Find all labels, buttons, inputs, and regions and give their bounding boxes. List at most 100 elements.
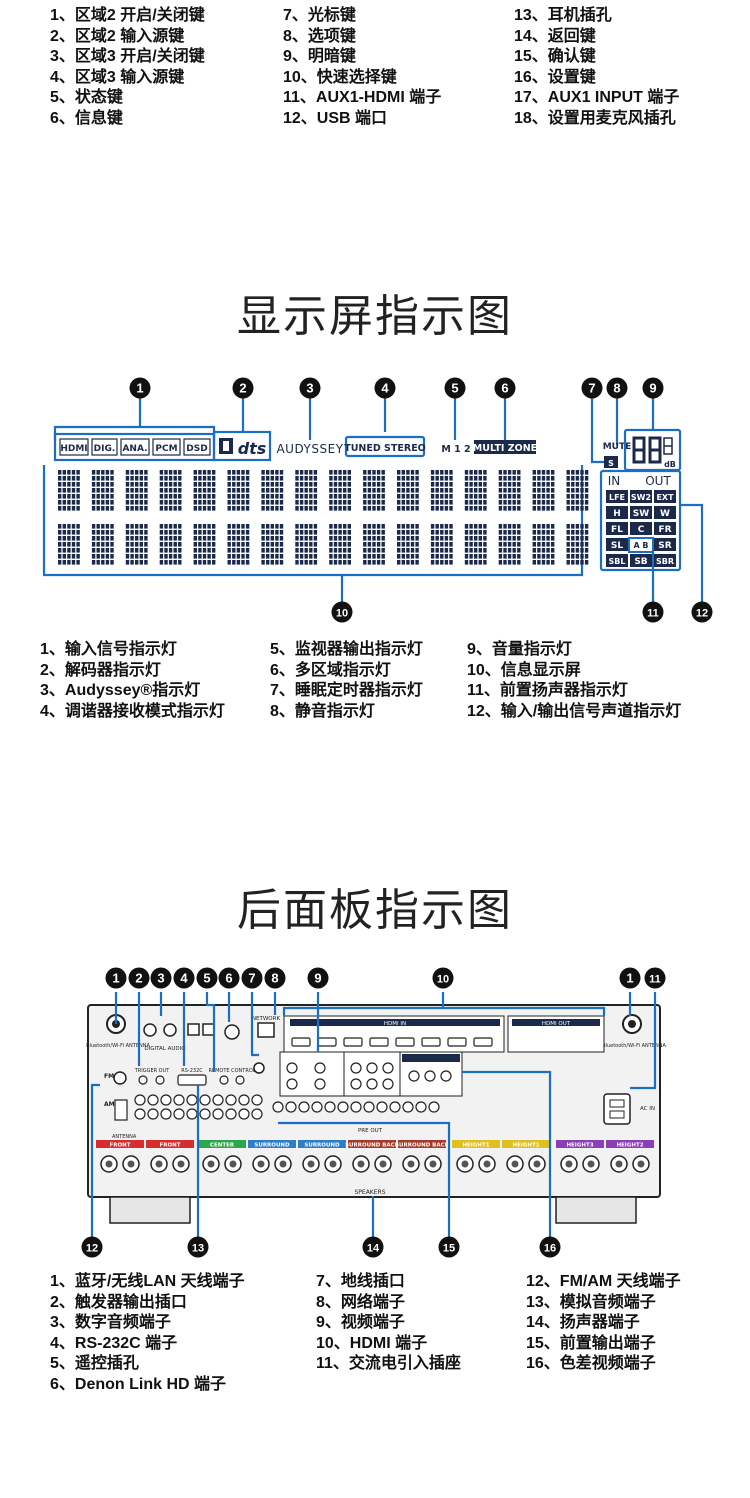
multi-zone-indicator: MULTI ZONE [473, 443, 537, 454]
callout-9: 9 [307, 967, 329, 989]
hdmi-port [395, 1037, 415, 1047]
callout-4: 4 [374, 377, 396, 399]
preout-label: PRE OUT [358, 1128, 383, 1134]
ac-inlet [603, 1093, 631, 1125]
am-label: AM [104, 1101, 115, 1108]
ac-in-label: AC IN [640, 1106, 655, 1112]
channel-fl: FL [606, 522, 628, 535]
svg-text:12: 12 [696, 608, 708, 620]
channel-sb: SB [630, 554, 652, 567]
speaker-group: SURROUND BACK [395, 1140, 450, 1173]
hdmi-port [317, 1037, 337, 1047]
svg-text:SURROUND: SURROUND [254, 1143, 290, 1149]
matrix-char [566, 524, 589, 565]
legend-item: 4、RS-232C 端子 [50, 1334, 178, 1352]
matrix-char [159, 524, 182, 565]
video-jacks [286, 1062, 452, 1090]
matrix-char [91, 524, 114, 565]
antenna-left-label: Bluetooth/Wi-Fi ANTENNA [86, 1043, 150, 1049]
svg-text:SURROUND: SURROUND [304, 1143, 340, 1149]
preout-jack [298, 1101, 310, 1113]
legend-item: 6、信息键 [50, 109, 123, 127]
matrix-char [329, 524, 351, 565]
legend-item: 12、FM/AM 天线端子 [526, 1273, 681, 1290]
video-jack [382, 1078, 394, 1090]
callout-1: 1 [619, 967, 641, 989]
matrix-char [464, 470, 487, 511]
svg-text:1: 1 [626, 971, 633, 986]
top-legend-col3: 13、耳机插孔 14、返回键 15、确认键 16、设置键 17、AUX1 INP… [514, 6, 679, 129]
legend-item: 2、区域2 输入源键 [50, 27, 185, 45]
matrix-char [363, 524, 385, 565]
speaker-group: HEIGHT1 [452, 1140, 500, 1173]
preout-jack [363, 1101, 375, 1113]
display-diagram: HDMI DIG. ANA. PCM DSD dts AUDYSSEY TUNE… [0, 370, 750, 630]
video-jack [314, 1078, 326, 1090]
hdmi-port [369, 1037, 389, 1047]
preout-jack [402, 1101, 414, 1113]
channel-sl: SL [606, 538, 628, 551]
analog-jack [225, 1108, 237, 1120]
analog-jack [173, 1108, 185, 1120]
svg-text:8: 8 [271, 971, 278, 986]
svg-text:11: 11 [647, 608, 659, 620]
legend-item: 11、AUX1-HDMI 端子 [283, 89, 442, 106]
matrix-char [58, 470, 80, 511]
matrix-char [91, 470, 114, 511]
legend-item: 3、区域3 开启/关闭键 [50, 48, 205, 65]
svg-text:5: 5 [451, 381, 458, 396]
analog-audio-jacks [134, 1094, 440, 1120]
analog-jack [134, 1108, 146, 1120]
matrix-char [261, 524, 284, 565]
callout-1: 1 [129, 377, 151, 399]
svg-text:EXT: EXT [656, 493, 674, 502]
antenna-label: ANTENNA [112, 1134, 137, 1140]
callout-2: 2 [128, 967, 150, 989]
rear-legend-col3: 12、FM/AM 天线端子 13、模拟音频端子 14、扬声器端子 15、前置输出… [526, 1272, 681, 1375]
svg-text:CENTER: CENTER [210, 1143, 235, 1149]
svg-text:10: 10 [336, 608, 348, 620]
fm-label: FM [104, 1073, 114, 1080]
callout-7: 7 [581, 377, 603, 399]
display-legend-col3: 9、音量指示灯 10、信息显示屏 11、前置扬声器指示灯 12、输入/输出信号声… [467, 640, 681, 722]
svg-text:HEIGHT1: HEIGHT1 [512, 1143, 539, 1149]
monitor-indicator: M 1 2 [441, 444, 470, 455]
callout-6: 6 [218, 967, 240, 989]
analog-jack [212, 1094, 224, 1106]
legend-item: 7、地线插口 [316, 1273, 405, 1290]
svg-text:5: 5 [203, 971, 210, 986]
callout-13: 13 [187, 1236, 209, 1258]
svg-text:W: W [660, 509, 670, 519]
hdmi-port [447, 1037, 467, 1047]
legend-item: 1、区域2 开启/关闭键 [50, 7, 205, 24]
dot-matrix-display [58, 470, 589, 565]
matrix-char [295, 524, 318, 565]
svg-text:SBL: SBL [609, 557, 626, 566]
hdmi-port [343, 1037, 363, 1047]
ground-terminal [253, 1062, 265, 1074]
remote-label: REMOTE CONTROL [208, 1068, 255, 1074]
legend-item: 6、多区域指示灯 [270, 661, 391, 679]
video-jack [366, 1062, 378, 1074]
digital-audio-label: DIGITAL AUDIO [144, 1046, 186, 1052]
preout-jack [324, 1101, 336, 1113]
video-jack [314, 1062, 326, 1074]
display-diagram-svg: HDMI DIG. ANA. PCM DSD dts AUDYSSEY TUNE… [42, 377, 713, 623]
svg-text:FRONT: FRONT [159, 1143, 180, 1149]
display-leaders [42, 398, 704, 602]
analog-jack [238, 1108, 250, 1120]
callout-8: 8 [264, 967, 286, 989]
svg-text:HEIGHT2: HEIGHT2 [616, 1143, 643, 1149]
channel-sbl: SBL [606, 554, 628, 567]
rear-leaders [90, 992, 657, 1242]
legend-item: 11、前置扬声器指示灯 [467, 682, 628, 699]
svg-text:LFE: LFE [609, 493, 625, 502]
speaker-group: SURROUND [248, 1140, 296, 1173]
speaker-group: HEIGHT2 [606, 1140, 654, 1173]
matrix-char [498, 524, 521, 565]
matrix-char [58, 524, 80, 565]
legend-item: 17、AUX1 INPUT 端子 [514, 89, 680, 106]
